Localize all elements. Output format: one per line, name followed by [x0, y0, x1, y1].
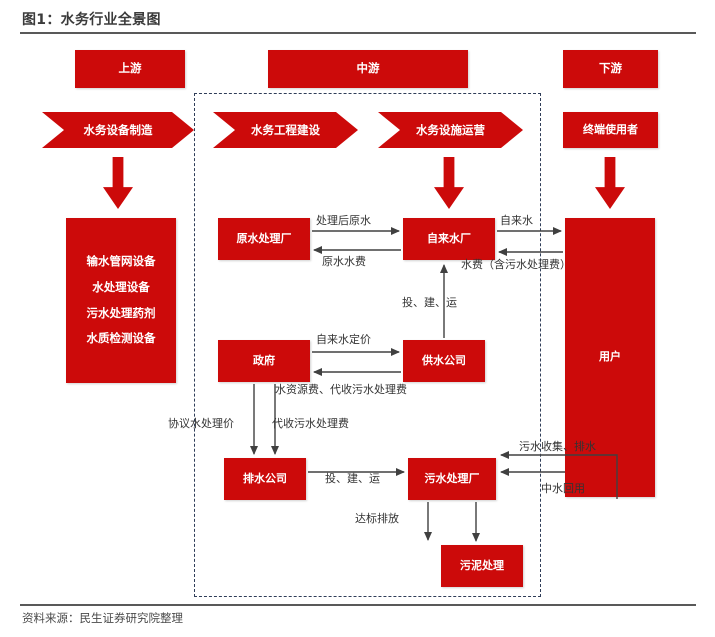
flow-label-compliant-discharge: 达标排放	[355, 512, 399, 525]
flow-label-invest-build-operate-supply: 投、建、运	[402, 296, 457, 309]
node-users: 用户	[565, 218, 655, 497]
segment-engineering-construction: 水务工程建设	[213, 112, 358, 148]
node-government: 政府	[218, 340, 310, 382]
title-divider	[20, 32, 696, 34]
node-raw-water-plant: 原水处理厂	[218, 218, 310, 260]
tier-downstream: 下游	[563, 50, 658, 88]
footer-divider	[20, 604, 696, 606]
node-sewage-plant: 污水处理厂	[408, 458, 496, 500]
node-sludge-treatment: 污泥处理	[441, 545, 523, 587]
figure-title: 图1：水务行业全景图	[22, 12, 161, 28]
flow-label-reclaimed-water: 中水回用	[541, 482, 585, 495]
midstream-boundary	[194, 93, 541, 597]
upstream-product-0: 输水管网设备	[86, 253, 156, 268]
block-arrow-downstream-down-icon	[595, 157, 625, 209]
upstream-product-2: 污水处理药剂	[86, 305, 156, 320]
segment-facility-operation: 水务设施运营	[378, 112, 523, 148]
flow-label-collected-sewage-fee: 代收污水处理费	[272, 417, 349, 430]
upstream-product-1: 水处理设备	[92, 279, 150, 294]
upstream-product-panel: 输水管网设备 水处理设备 污水处理药剂 水质检测设备	[66, 218, 176, 383]
flow-label-water-fee: 水费（含污水处理费）	[461, 258, 571, 271]
flow-label-invest-build-operate-drain: 投、建、运	[325, 472, 380, 485]
node-drainage-company: 排水公司	[224, 458, 306, 500]
flow-label-resource-fee: 水资源费、代收污水处理费	[275, 383, 407, 396]
block-arrow-upstream-down-icon	[103, 157, 133, 209]
flow-label-sewage-collection: 污水收集、排水	[519, 440, 596, 453]
source-note: 资料来源：民生证券研究院整理	[22, 611, 183, 625]
upstream-product-3: 水质检测设备	[86, 331, 156, 346]
flow-label-agreed-treatment-price: 协议水处理价	[168, 417, 234, 430]
flow-label-treated-raw-water: 处理后原水	[316, 214, 371, 227]
segment-equipment-manufacturing: 水务设备制造	[42, 112, 194, 148]
node-tap-water-plant: 自来水厂	[403, 218, 495, 260]
tier-midstream: 中游	[268, 50, 468, 88]
tier-upstream: 上游	[75, 50, 185, 88]
flow-label-tap-water-pricing: 自来水定价	[316, 333, 371, 346]
segment-end-user: 终端使用者	[563, 112, 658, 148]
node-water-supply-company: 供水公司	[403, 340, 485, 382]
flow-label-tap-water: 自来水	[500, 214, 533, 227]
flow-label-raw-water-fee: 原水水费	[322, 255, 366, 268]
